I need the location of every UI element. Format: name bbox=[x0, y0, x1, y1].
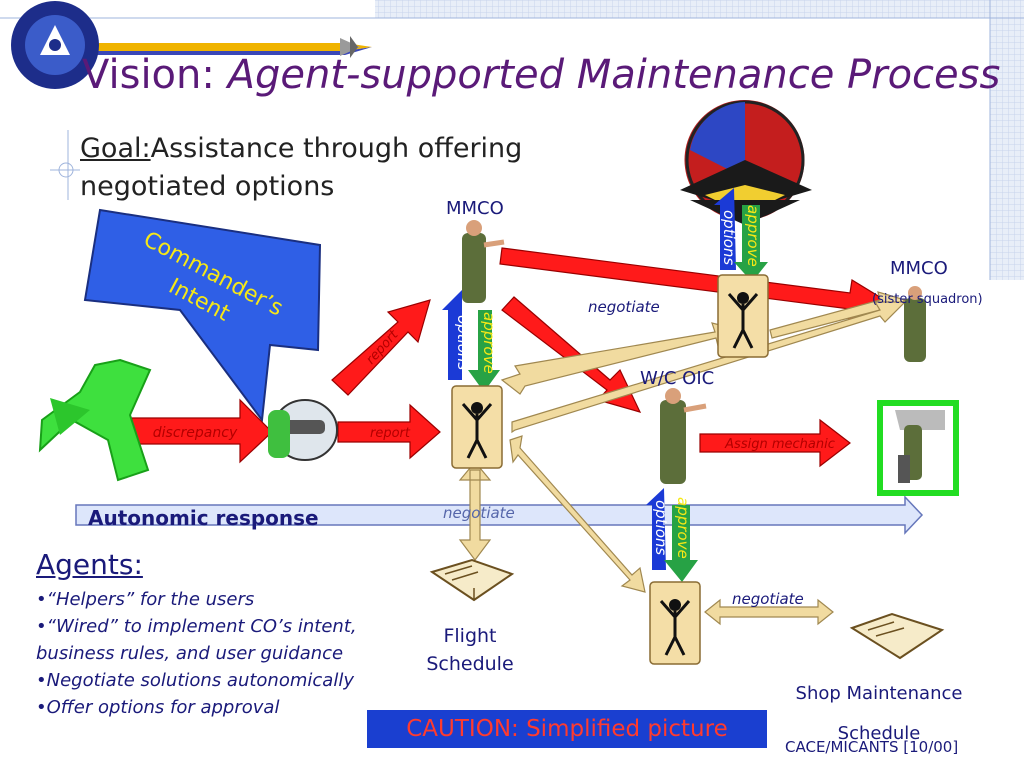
negotiate-arrow-agent-shop bbox=[509, 435, 646, 593]
title-emphasis: Agent-supported Maintenance Process bbox=[227, 52, 1001, 98]
goal-text: Assistance through offering negotiated o… bbox=[80, 133, 523, 202]
agents-list: •“Helpers” for the users •“Wired” to imp… bbox=[36, 586, 396, 721]
approve-label-1: approve bbox=[480, 312, 498, 374]
organization-seal-icon bbox=[11, 1, 99, 89]
mmco-label: MMCO bbox=[446, 198, 504, 219]
footer-citation: CACE/MICANTS [10/00] bbox=[785, 738, 959, 756]
shop-schedule-book-icon bbox=[849, 612, 945, 660]
mmco-to-woc-arrow bbox=[501, 296, 642, 413]
flight-schedule-line2: Schedule bbox=[426, 653, 514, 675]
agents-item: •“Wired” to implement CO’s intent, busin… bbox=[36, 616, 357, 664]
woc-label: W/C OIC bbox=[640, 368, 715, 389]
goal-label: Goal: bbox=[80, 133, 151, 164]
goal-statement: Goal:Assistance through offering negotia… bbox=[80, 130, 600, 206]
agent-box-center[interactable] bbox=[451, 385, 503, 469]
approve-options-arrow-2 bbox=[714, 188, 768, 282]
approve-options-arrow-1 bbox=[442, 290, 500, 392]
caution-banner: CAUTION: Simplified picture bbox=[367, 710, 767, 748]
sister-mmco-label: MMCO bbox=[890, 258, 948, 279]
assign-mechanic-arrow bbox=[699, 418, 851, 468]
autonomic-response-label: Autonomic response bbox=[88, 506, 319, 530]
report-arrow-up bbox=[331, 299, 431, 396]
approve-label-2: approve bbox=[744, 205, 762, 267]
pilot-icon bbox=[268, 399, 338, 461]
negotiate-label-bottom: negotiate bbox=[732, 590, 804, 608]
commanders-intent-arrow bbox=[83, 208, 322, 423]
report-right-label: report bbox=[370, 426, 411, 441]
mmco-soldier-icon bbox=[462, 220, 505, 303]
shop-maintenance-label: Shop Maintenance Schedule bbox=[786, 674, 972, 754]
agent-box-mmco[interactable] bbox=[717, 274, 769, 358]
title-prefix: Vision: bbox=[82, 52, 228, 98]
agent-box-woc[interactable] bbox=[649, 581, 701, 665]
flight-schedule-label: Flight Schedule bbox=[420, 622, 520, 678]
flight-schedule-line1: Flight bbox=[443, 625, 497, 647]
negotiate-label-top: negotiate bbox=[588, 298, 660, 316]
fighter-jet-icon bbox=[38, 358, 152, 482]
negotiate-arrow-shop-schedule bbox=[704, 598, 834, 626]
shop-schedule-line1: Shop Maintenance bbox=[795, 683, 963, 704]
approve-options-arrow-3 bbox=[646, 488, 698, 582]
options-label-2: options bbox=[720, 210, 738, 265]
assign-mechanic-label: Assign mechanic bbox=[724, 437, 835, 452]
sister-squadron-label: (sister squadron) bbox=[872, 292, 983, 307]
page-title: Vision: Agent-supported Maintenance Proc… bbox=[82, 52, 1000, 98]
approve-label-3: approve bbox=[674, 497, 692, 559]
rocket-icon bbox=[70, 36, 372, 58]
discrepancy-arrow bbox=[131, 398, 273, 464]
woc-soldier-icon bbox=[660, 388, 707, 484]
report-arrow-right bbox=[337, 403, 441, 460]
squadron-patch-icon bbox=[680, 100, 812, 225]
agents-item: •Negotiate solutions autonomically bbox=[36, 670, 354, 691]
discrepancy-label: discrepancy bbox=[153, 425, 238, 441]
negotiate-label-middle: negotiate bbox=[443, 504, 515, 522]
agents-item: •Offer options for approval bbox=[36, 697, 280, 718]
right-grid-band bbox=[990, 0, 1024, 280]
options-label-3: options bbox=[652, 500, 670, 555]
agents-item: •“Helpers” for the users bbox=[36, 589, 255, 610]
shop-schedule-line2: Schedule bbox=[837, 723, 921, 744]
negotiate-arrow-flight-schedule bbox=[458, 461, 492, 561]
mmco-to-sister-arrow bbox=[499, 247, 890, 324]
agents-heading: Agents: bbox=[36, 548, 143, 581]
options-label-1: options bbox=[454, 315, 472, 370]
flight-schedule-book-icon bbox=[429, 558, 515, 602]
header-grid-band bbox=[375, 0, 1024, 18]
mechanic-icon bbox=[877, 400, 959, 496]
autonomic-response-arrow bbox=[75, 495, 924, 535]
sister-mmco-soldier-icon bbox=[904, 286, 926, 362]
